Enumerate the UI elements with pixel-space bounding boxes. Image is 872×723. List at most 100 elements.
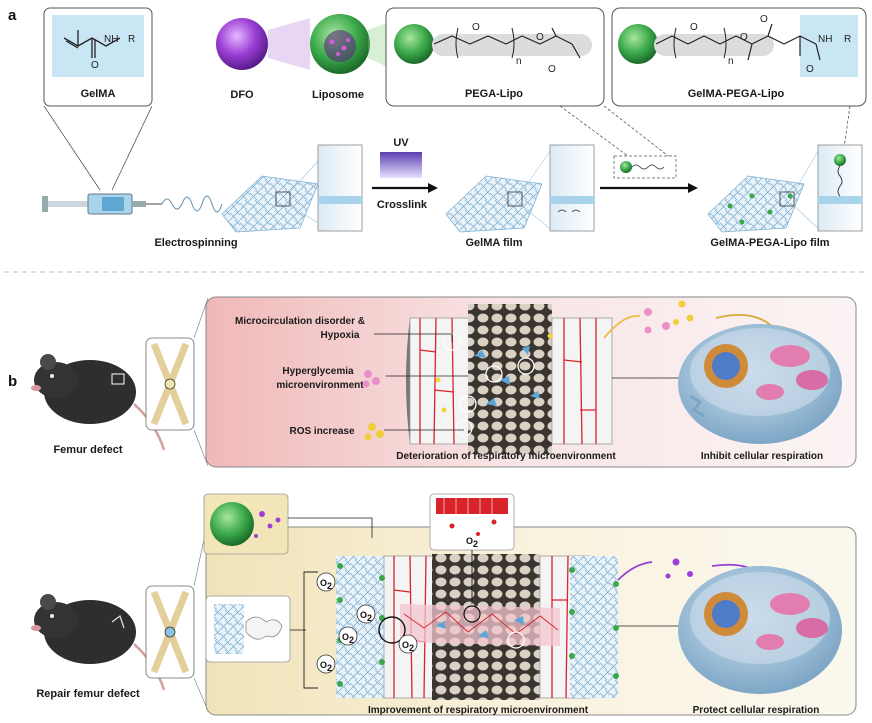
femur-zoom-lines-bottom: [193, 529, 207, 707]
o2-bubble-1: O 2: [316, 572, 336, 592]
vessel-stripes: [443, 498, 493, 514]
panel-label-b: b: [8, 373, 17, 390]
pega-oxygen-1: O: [472, 22, 480, 33]
electrospinning-jet: [161, 195, 223, 213]
microcirculation-line2: Hypoxia: [321, 330, 360, 341]
femur-implant-spot: [164, 626, 176, 638]
pega-oxygen-3: O: [548, 64, 556, 75]
o2-sub-4: 2: [409, 643, 414, 653]
gpl-zoom-lines: [843, 105, 851, 149]
gelma-r: R: [128, 34, 135, 45]
gpl-r: R: [844, 34, 851, 45]
gelma-film-label: GelMA film: [465, 237, 522, 249]
cell-inhibited: [678, 324, 842, 444]
improvement-label: Improvement of respiratory microenvironm…: [368, 705, 589, 716]
film-zoom-3-fiber: [818, 196, 862, 204]
film-zoom-1-fiber: [318, 196, 362, 204]
arrow-to-particles-top: [603, 315, 641, 339]
dfo-sphere: [216, 18, 268, 70]
grafting-arrowhead: [688, 183, 698, 193]
lipo-callout-line: [288, 517, 373, 538]
arrow-to-particles-bottom: [617, 561, 653, 581]
vessel-o2-text: O: [466, 536, 473, 546]
gelma-film-mat: [445, 175, 543, 233]
gelma-pega-lipo-film-label: GelMA-PEGA-Lipo film: [710, 237, 829, 249]
electrospun-mat: [221, 175, 319, 233]
gpl-oxygen-1: O: [690, 22, 698, 33]
bone-block-top: [406, 304, 613, 454]
o2-sub-3: 2: [349, 635, 354, 645]
liposome-label: Liposome: [312, 89, 364, 101]
gpl-oxygen-4: O: [806, 64, 814, 75]
hyperglycemia-line2: microenvironment: [276, 380, 364, 391]
released-particles-bottom: [665, 558, 693, 579]
cell-protected: [678, 566, 842, 694]
vessel-o2-sub: 2: [473, 539, 478, 549]
mouse-diseased: [31, 354, 166, 451]
o2-bubble-5: O 2: [316, 654, 336, 674]
liposome-dfo-dots: [329, 38, 350, 56]
dfo-release-dots: [254, 511, 281, 538]
o2-text-4: O: [402, 640, 409, 650]
film-inset-mesh: [214, 604, 244, 654]
o2-sub-2: 2: [367, 613, 372, 623]
microcirculation-line1: Microcirculation disorder &: [235, 316, 365, 327]
bone-inset-marrow: [245, 616, 283, 640]
deterioration-label: Deterioration of respiratory microenviro…: [396, 451, 616, 462]
o2-bubble-2: O 2: [356, 604, 376, 624]
gelma-structure: O NH R GelMA: [43, 7, 153, 107]
vessel-cells: [449, 519, 497, 536]
film-zoom-2-fiber: [550, 196, 594, 204]
gpl-nh: NH: [818, 34, 832, 45]
bone-block-bottom: [336, 554, 619, 700]
gelma-pega-lipo-structure: O O n O O NH R GelMA-PEGA-Lipo: [611, 7, 867, 107]
pega-lipo-structure: O O n O PEGA-Lipo: [385, 7, 605, 107]
repair-femur-label: Repair femur defect: [36, 688, 140, 700]
film-zoom-3-chain: [837, 165, 843, 197]
gelma-oxygen: O: [91, 60, 99, 71]
pega-lipo-inset-chain: [631, 164, 665, 170]
pega-n: n: [516, 56, 522, 67]
film-zoom-2: [549, 144, 595, 232]
o2-text-3: O: [342, 632, 349, 642]
ros-dots-top: [364, 423, 384, 441]
liposome-core: [324, 30, 356, 62]
dfo-beam: [268, 18, 310, 70]
mat3-zoom-lines: [793, 147, 821, 231]
pega-lipo-label: PEGA-Lipo: [465, 88, 523, 100]
o2-text-2: O: [360, 610, 367, 620]
gpl-oxygen-3: O: [760, 14, 768, 25]
callout-lines-top: [374, 333, 468, 431]
released-particles-top: [644, 300, 694, 334]
gpl-oxygen-2: O: [740, 32, 748, 43]
o2-bracket: [303, 571, 318, 689]
femur-defect-label: Femur defect: [53, 444, 122, 456]
protect-label: Protect cellular respiration: [693, 705, 820, 716]
femur-defect-spot: [164, 378, 176, 390]
lipo-release-sphere: [210, 502, 254, 546]
inhibit-label: Inhibit cellular respiration: [701, 451, 823, 462]
gelma-label: GelMA: [81, 88, 116, 100]
film-zoom-2-groups: [557, 209, 581, 213]
vessel-wall: [436, 498, 508, 514]
pega-zoom-lines: [559, 105, 677, 163]
uv-arrowhead: [428, 183, 438, 193]
mouse-repaired: [31, 594, 166, 691]
o2-text-1: O: [320, 578, 327, 588]
o2-bubble-4: O 2: [398, 634, 418, 654]
syringe: [42, 193, 162, 215]
mat2-zoom-lines: [521, 147, 553, 231]
gelma-pega-lipo-film-mat: [707, 175, 805, 233]
dfo-label: DFO: [230, 89, 254, 101]
ros-label: ROS increase: [289, 426, 354, 437]
hyperglycemia-line1: Hyperglycemia: [282, 366, 354, 377]
panel-label-a: a: [8, 7, 17, 24]
gelma-nh: NH: [104, 34, 118, 45]
o2-text-5: O: [320, 660, 327, 670]
pega-oxygen-2: O: [536, 32, 544, 43]
o2-bubble-3: O 2: [338, 626, 358, 646]
film-zoom-3-lipo: [834, 154, 846, 166]
film-zoom-1: [317, 144, 363, 232]
gelma-zoom-lines: [43, 105, 153, 191]
